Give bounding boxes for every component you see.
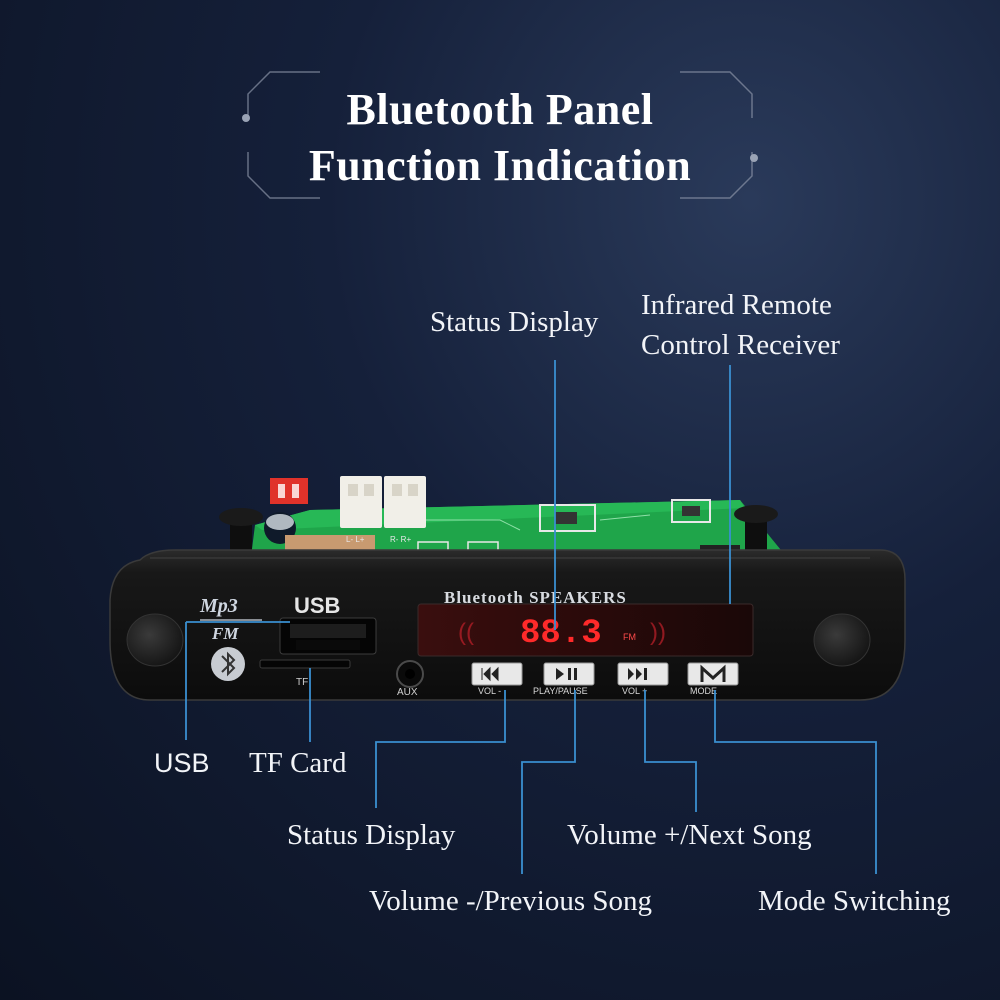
callout-tf-card: TF Card bbox=[249, 747, 347, 779]
connector-label-right: R- R+ bbox=[390, 535, 411, 544]
callout-volume-plus: Volume +/Next Song bbox=[567, 819, 812, 851]
mp3-label: Mp3 bbox=[199, 595, 238, 617]
right-mount-cap bbox=[813, 613, 871, 667]
red-jumper bbox=[270, 478, 308, 504]
button-mode-label: MODE bbox=[690, 686, 717, 696]
usb-panel-label: USB bbox=[294, 593, 340, 618]
title-frame-decoration bbox=[242, 71, 758, 199]
callout-usb: USB bbox=[154, 748, 210, 778]
title-line-1: Bluetooth Panel bbox=[346, 85, 654, 134]
aux-jack bbox=[396, 660, 424, 688]
callout-ir-line-2: Control Receiver bbox=[641, 329, 840, 361]
panel-brand-text: Bluetooth SPEAKERS bbox=[444, 588, 627, 607]
title-line-2: Function Indication bbox=[308, 141, 692, 190]
callout-ir-line-1: Infrared Remote bbox=[641, 289, 832, 321]
page-title: Bluetooth Panel Function Indication bbox=[0, 82, 1000, 194]
callout-volume-minus: Volume -/Previous Song bbox=[369, 885, 653, 917]
svg-text:((: (( bbox=[458, 619, 474, 646]
usb-port bbox=[279, 617, 377, 655]
button-play-pause-label: PLAY/PAUSE bbox=[533, 686, 588, 696]
button-vol-plus-label: VOL + bbox=[622, 686, 647, 696]
button-play-pause bbox=[543, 662, 595, 686]
tf-panel-label: TF bbox=[296, 677, 308, 688]
fm-label: FM bbox=[211, 624, 239, 643]
button-vol-minus bbox=[471, 662, 523, 686]
speaker-connectors bbox=[340, 476, 426, 528]
display-value: 88.3 bbox=[520, 615, 602, 653]
connector-label-left: L- L+ bbox=[346, 535, 365, 544]
tf-slot bbox=[259, 659, 351, 669]
button-mode bbox=[687, 662, 739, 686]
display-unit: FM bbox=[623, 632, 636, 642]
button-vol-plus bbox=[617, 662, 669, 686]
callout-status-display-bottom: Status Display bbox=[287, 819, 456, 851]
button-vol-minus-label: VOL - bbox=[478, 686, 501, 696]
bluetooth-logo bbox=[211, 647, 245, 681]
callout-mode-switching: Mode Switching bbox=[758, 885, 951, 917]
svg-text:)): )) bbox=[650, 619, 666, 646]
status-display: Bluetooth SPEAKERS (( )) 88.3 FM bbox=[417, 588, 754, 657]
aux-panel-label: AUX bbox=[397, 687, 418, 698]
callout-status-display-top: Status Display bbox=[430, 306, 599, 338]
left-mount-cap bbox=[126, 613, 184, 667]
